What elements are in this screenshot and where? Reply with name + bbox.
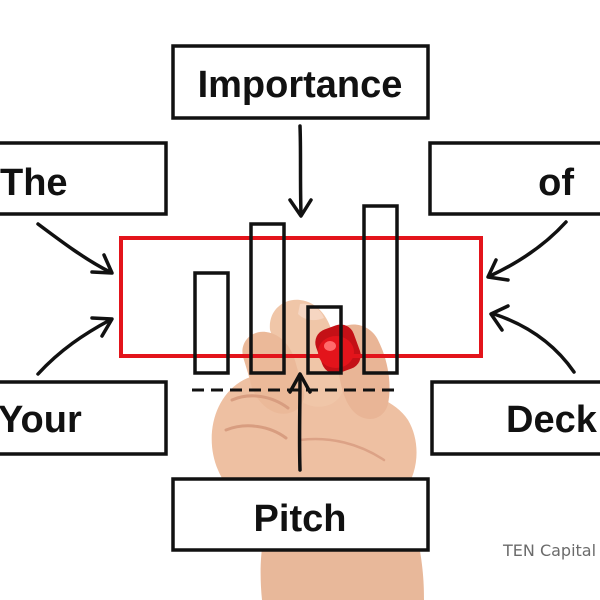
highlight-frame [119,236,483,358]
box-bottom: Pitch [171,477,430,552]
bar-chart-sketch [193,204,399,375]
box-top-label: Importance [198,64,403,106]
box-right-bottom: Deck [430,380,600,456]
box-left-bottom-label: Your [0,399,82,441]
arrow-up-icon [288,372,312,472]
box-left-top-label: The [0,162,68,204]
arrow-down-icon [288,124,313,218]
box-right-bottom-frame [430,380,600,456]
arrows [36,124,576,472]
chart-bar-4 [362,204,399,375]
box-right-top-label: of [538,162,574,204]
box-top-frame [171,44,430,120]
arrow-left-up-icon [489,304,576,374]
box-right-top: of [428,141,600,216]
hand-illustration [211,299,424,600]
chart-bar-3 [306,305,343,375]
box-bottom-frame [171,477,430,552]
arrow-right-down-icon [36,222,114,275]
chart-bar-1 [193,271,230,375]
box-left-top-frame [0,141,168,216]
box-left-top: The [0,141,168,216]
box-left-bottom-frame [0,380,168,456]
arrow-right-up-icon [36,316,114,376]
box-bottom-label: Pitch [254,498,347,540]
box-top: Importance [171,44,430,120]
arrow-left-down-icon [486,220,568,282]
box-right-bottom-label: Deck [506,399,598,441]
chart-bar-2 [249,222,286,375]
box-right-top-frame [428,141,600,216]
box-left-bottom: Your [0,380,168,456]
watermark-text: TEN Capital [502,541,596,560]
